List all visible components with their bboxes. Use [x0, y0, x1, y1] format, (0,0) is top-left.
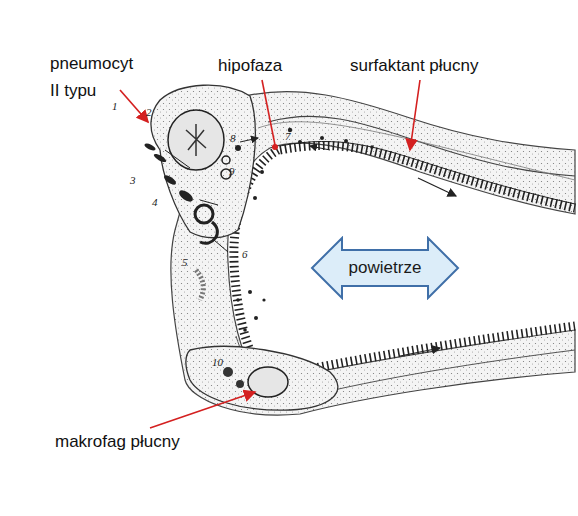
flow-arrow — [310, 146, 330, 150]
callout-number: 3 — [130, 174, 136, 186]
leader-dot — [272, 144, 278, 150]
flow-arrow — [400, 348, 440, 356]
double-arrow-outline — [312, 238, 458, 298]
leader-line — [262, 80, 275, 145]
callout-number: 4 — [152, 196, 158, 208]
air-double-arrow: powietrze — [310, 236, 460, 300]
leader-line — [120, 90, 148, 122]
lamellar-bodies — [236, 128, 374, 332]
part-label: makrofag płucny — [55, 428, 215, 455]
node-text-holder: powietrze — [310, 236, 460, 300]
callout-number: 6 — [242, 248, 248, 260]
tubular-myelin — [196, 270, 203, 300]
callout-number: 7 — [285, 130, 291, 142]
leader-line — [410, 80, 420, 150]
cell-nucleus — [168, 110, 224, 170]
part-label: surfaktant płucny — [350, 52, 530, 79]
wall-border — [258, 122, 575, 180]
alveolar-wall — [171, 92, 575, 416]
surfactant-film — [280, 141, 575, 204]
flow-arrow — [418, 178, 456, 196]
chromatin — [186, 124, 206, 156]
part-label: pneumocyt II typu — [50, 50, 140, 104]
leader-line — [150, 392, 255, 428]
phagosome — [223, 367, 233, 377]
callout-number: 10 — [212, 356, 223, 368]
phagosome — [236, 380, 244, 388]
callout-number: 5 — [182, 256, 188, 268]
callout-number: 2 — [146, 106, 152, 118]
callout-number: 8 — [230, 132, 236, 144]
pneumocyte-cell — [151, 85, 255, 238]
macrophage-cell — [186, 346, 338, 410]
callout-number: 1 — [112, 100, 118, 112]
part-label: hipofaza — [218, 52, 308, 79]
flow-arrow — [165, 138, 258, 252]
node-label: powietrze — [349, 258, 422, 278]
surfactant-film — [234, 145, 575, 378]
callout-number: 9 — [229, 165, 235, 177]
organelles — [144, 142, 241, 243]
